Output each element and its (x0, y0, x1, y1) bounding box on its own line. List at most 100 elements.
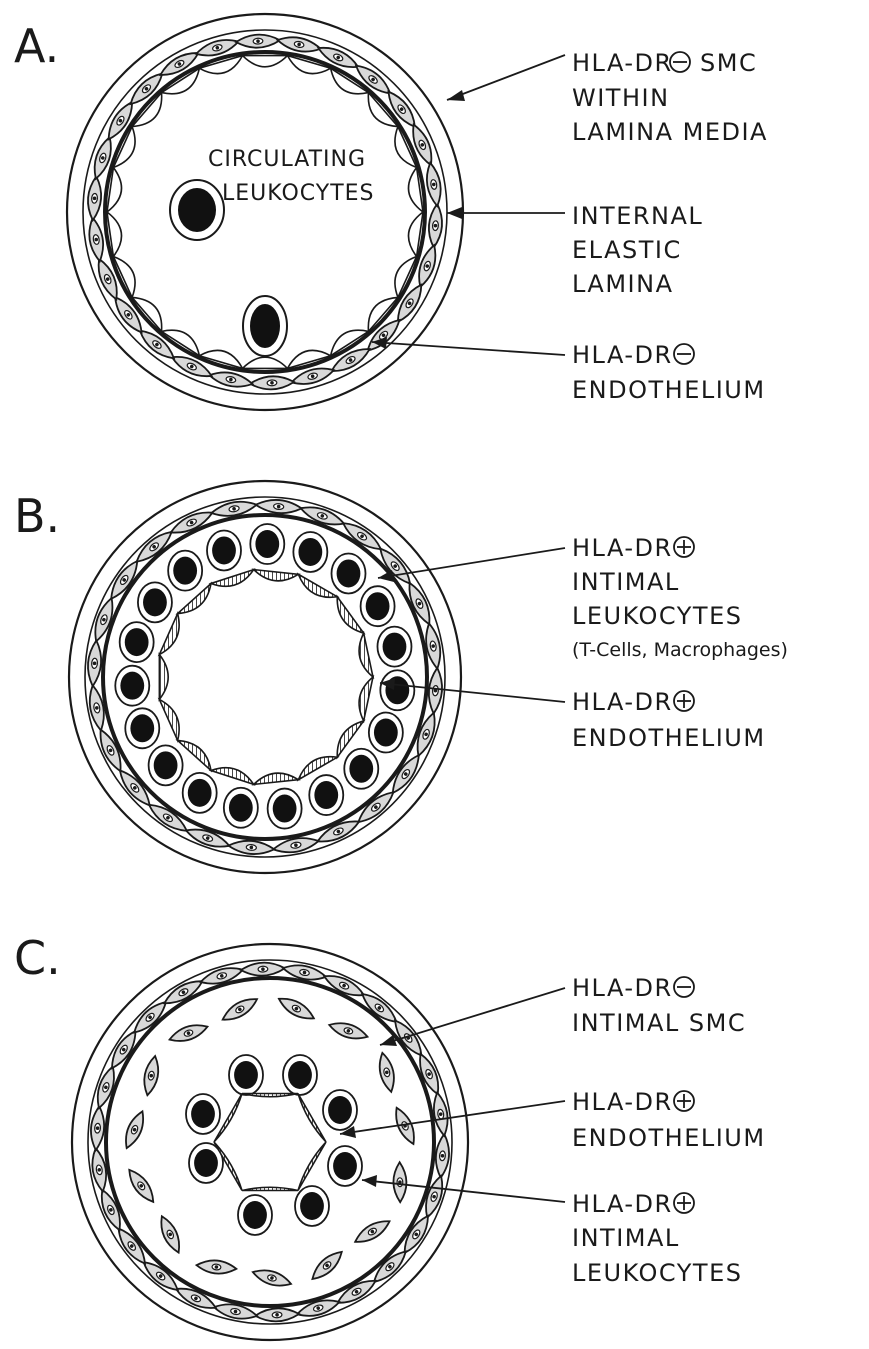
panel-c-intimal-leukocyte-layer (186, 1055, 362, 1235)
panel-c-intimal-leukocyte (295, 1186, 329, 1226)
panel-c-vessel (72, 944, 468, 1340)
callout-a1-line3: WITHIN (572, 84, 670, 112)
panel-c-intimal-leukocyte (186, 1094, 220, 1134)
panel-c-intimal-leukocyte (323, 1090, 357, 1130)
callout-a3-line2: ENDOTHELIUM (572, 376, 766, 404)
panel-b-intimal-leukocyte (168, 551, 202, 591)
panel-b-intimal-leukocyte (293, 532, 327, 572)
panel-b-endothelial-cell (159, 655, 168, 700)
panel-b-endothelium-layer (159, 570, 373, 785)
panel-c-internal-elastic-lamina (106, 978, 434, 1306)
callout-c2-line1: HLA-DR (572, 1088, 673, 1116)
callout-c1-line1: HLA-DR (572, 974, 673, 1002)
panel-c-intimal-smc-cell (167, 1021, 209, 1046)
panel-c-intimal-leukocyte (328, 1146, 362, 1186)
panel-c-endothelial-cell (298, 1142, 326, 1190)
panel-c-media-smc-layer (89, 962, 450, 1323)
callout-a3-line1: HLA-DR (572, 341, 673, 369)
panel-c-intimal-smc-cell (124, 1166, 158, 1206)
panel-c-letter: C. (14, 931, 61, 985)
callout-a1-line1: HLA-DR (572, 49, 673, 77)
panel-b-intimal-leukocyte (250, 524, 284, 564)
panel-b-smc-cell (86, 640, 103, 687)
panel-b-intimal-leukocyte (115, 666, 149, 706)
panel-a-endothelial-cell (243, 357, 288, 368)
callout-b2-line2: ENDOTHELIUM (572, 724, 766, 752)
panel-b-intimal-leukocyte (377, 627, 411, 667)
panel-c-smc-cell (255, 1307, 299, 1322)
panel-b-callout-endothelium: HLA-DR ENDOTHELIUM (380, 678, 766, 752)
panel-c-intimal-smc-cell (219, 994, 260, 1026)
panel-b-intimal-leukocyte (361, 586, 395, 626)
minus-symbol-icon (670, 52, 690, 72)
panel-a-callout-smc: HLA-DR SMC WITHIN LAMINA MEDIA (447, 49, 768, 146)
panel-b-endothelial-cell (211, 768, 254, 785)
panel-c-smc-cell (241, 962, 285, 977)
panel-b-intimal-leukocyte (268, 789, 302, 829)
callout-b1-line3: LEUKOCYTES (572, 602, 742, 630)
panel-b-endothelial-cell (359, 633, 373, 677)
panel-b-intimal-leukocyte (380, 670, 414, 710)
panel-c-endothelium-layer (214, 1094, 326, 1191)
panel-b-endothelial-cell (254, 570, 299, 581)
callout-a2-line3: LAMINA (572, 270, 674, 298)
panel-c-intimal-smc-layer (121, 993, 420, 1290)
panel-b-intimal-leukocyte (120, 622, 154, 662)
callout-b1-line1: HLA-DR (572, 534, 673, 562)
panel-c-endothelial-cell (298, 1094, 326, 1142)
panel-b-intimal-leukocyte (125, 708, 159, 748)
panel-c-endothelial-cell (242, 1187, 298, 1190)
panel-a-callout-endothelium: HLA-DR ENDOTHELIUM (372, 337, 766, 404)
panel-a-smc-cell (86, 176, 102, 221)
minus-symbol-icon (674, 344, 694, 364)
panel-b-smc-cell (228, 839, 275, 856)
callout-c3-line1: HLA-DR (572, 1190, 673, 1218)
minus-symbol-icon (674, 977, 694, 997)
panel-c-endothelial-cell (242, 1094, 298, 1097)
callout-c2-line2: ENDOTHELIUM (572, 1124, 766, 1152)
panel-c-intimal-smc-cell (308, 1247, 346, 1284)
panel-b-intimal-leukocyte (369, 713, 403, 753)
callout-b2-line1: HLA-DR (572, 688, 673, 716)
panel-b-intimal-leukocyte (224, 788, 258, 828)
panel-a-smc-cell (250, 375, 294, 390)
panel-a-smc-cell (424, 162, 444, 208)
panel-c-smc-cell (434, 1133, 450, 1178)
callout-c1-line2: INTIMAL SMC (572, 1009, 746, 1037)
callout-c3-line2: INTIMAL (572, 1224, 680, 1252)
panel-a-inner-label-line1: CIRCULATING (208, 147, 366, 172)
panel-c-intimal-leukocyte (238, 1195, 272, 1235)
panel-a-smc-cell (86, 217, 106, 263)
panel-b-intimal-leukocyte (183, 773, 217, 813)
panel-a-endothelial-cell (243, 56, 288, 67)
panel-c-intimal-smc-cell (376, 1051, 398, 1093)
panel-a-smc-cell (427, 203, 443, 248)
callout-a2-line2: ELASTIC (572, 236, 682, 264)
panel-b-vessel (69, 481, 461, 873)
callout-b1-line4: (T-Cells, Macrophages) (572, 639, 788, 661)
panel-c-intimal-leukocyte (283, 1055, 317, 1095)
panel-b-intimal-leukocyte (207, 530, 241, 570)
panel-b-smc-cell (427, 667, 444, 714)
panel-c-intimal-smc-cell (156, 1214, 185, 1256)
panel-a-vessel: CIRCULATING LEUKOCYTES (67, 14, 463, 410)
callout-a1-line2: SMC (700, 49, 757, 77)
panel-a-callout-iel: INTERNAL ELASTIC LAMINA (447, 202, 703, 298)
panel-c-intimal-smc-cell (393, 1162, 407, 1202)
panel-c-intimal-smc-cell (276, 993, 317, 1024)
panel-c-intimal-smc-cell (121, 1109, 149, 1151)
panel-c-intimal-smc-cell (141, 1055, 162, 1097)
panel-a-smc-cell (236, 34, 280, 49)
panel-b: B. HLA-DR INTIMAL LEUKOCYTES (T-Cells, M… (14, 481, 788, 873)
panel-c-intimal-smc-cell (352, 1216, 393, 1248)
panel-b-endothelial-cell (159, 699, 179, 740)
panel-c-intimal-smc-cell (251, 1266, 293, 1290)
panel-b-intimal-leukocyte (309, 775, 343, 815)
callout-b1-line2: INTIMAL (572, 568, 680, 596)
panel-c-callout-intimal-smc: HLA-DR INTIMAL SMC (380, 974, 746, 1046)
callout-c3-line3: LEUKOCYTES (572, 1259, 742, 1287)
panel-c-intimal-smc-cell (327, 1019, 369, 1043)
panel-a-circulating-leukocyte-2 (243, 296, 287, 356)
panel-b-letter: B. (14, 489, 60, 543)
